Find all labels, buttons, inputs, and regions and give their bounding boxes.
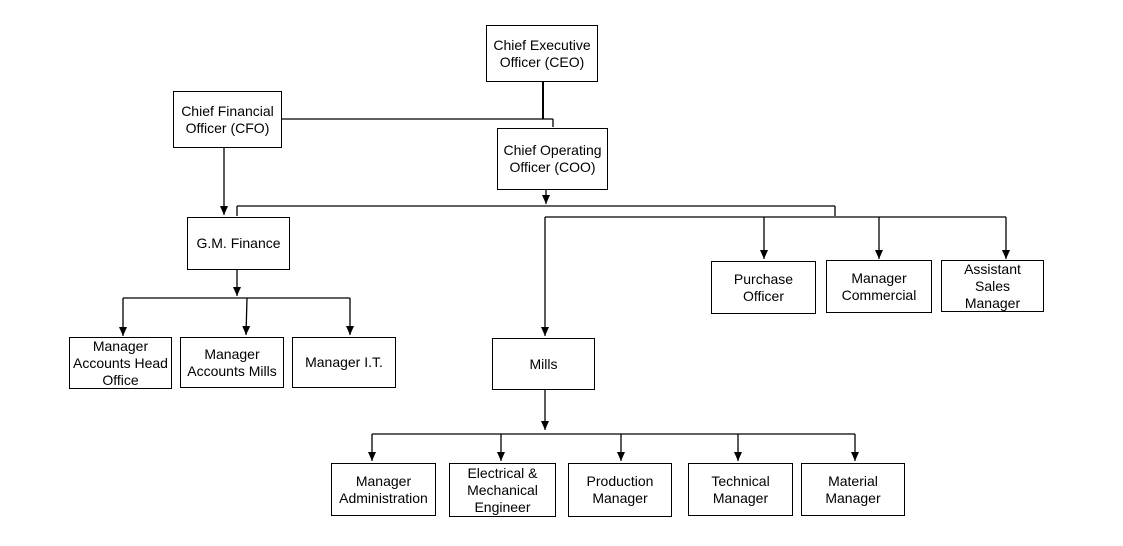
ceo-box: Chief Executive Officer (CEO) <box>486 25 598 82</box>
assistant-sales-manager-box: Assistant Sales Manager <box>941 260 1044 312</box>
production-manager-box: Production Manager <box>568 463 672 517</box>
material-manager-box: Material Manager <box>801 463 905 516</box>
manager-administration-box: Manager Administration <box>331 463 436 516</box>
gm-finance-box: G.M. Finance <box>187 217 290 270</box>
to-accounts-mills-arrow <box>242 297 251 336</box>
electrical-mechanical-engineer-box: Electrical & Mechanical Engineer <box>449 463 556 517</box>
manager-accounts-head-office-box: Manager Accounts Head Office <box>69 337 172 389</box>
manager-it-box: Manager I.T. <box>292 337 396 388</box>
cfo-box: Chief Financial Officer (CFO) <box>173 91 282 148</box>
purchase-officer-box: Purchase Officer <box>711 261 816 314</box>
coo-box: Chief Operating Officer (COO) <box>497 128 608 190</box>
manager-commercial-box: Manager Commercial <box>826 260 932 313</box>
technical-manager-box: Technical Manager <box>688 463 793 516</box>
mills-box: Mills <box>492 338 595 390</box>
manager-accounts-mills-box: Manager Accounts Mills <box>180 337 284 388</box>
